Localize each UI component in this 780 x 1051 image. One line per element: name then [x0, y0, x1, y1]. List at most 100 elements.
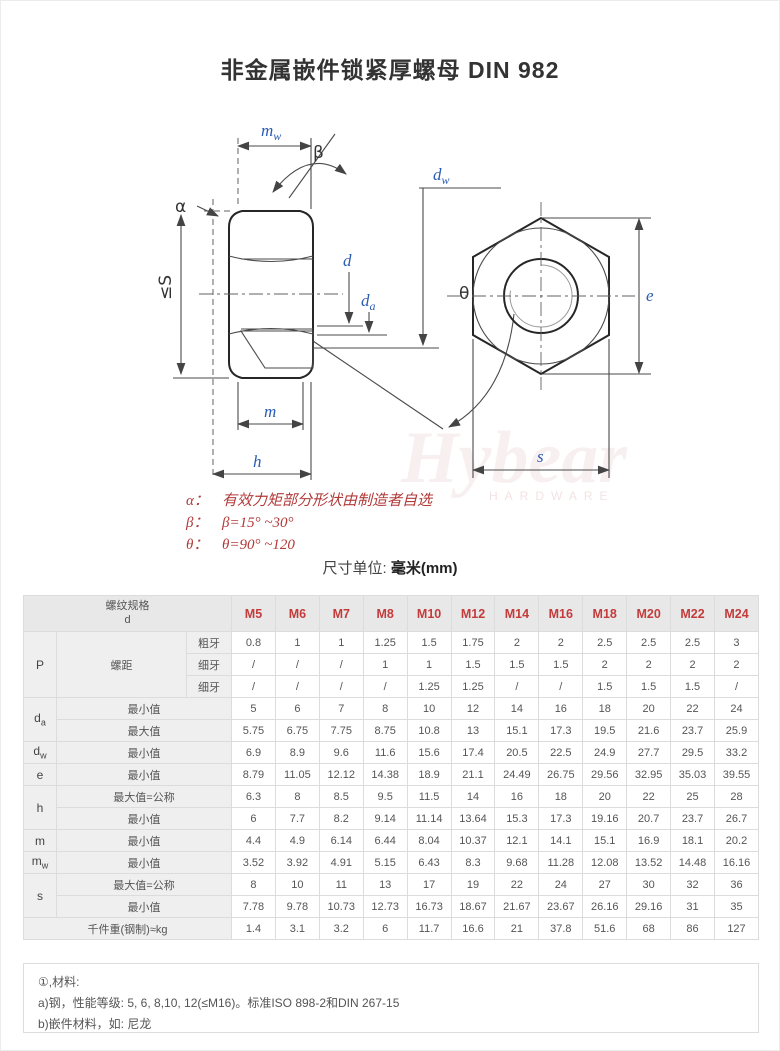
- row-sub-label: 细牙: [185, 653, 233, 676]
- row-label: 最大值=公称: [55, 785, 233, 808]
- table-cell: 4.91: [318, 851, 364, 874]
- table-cell: 6.3: [231, 785, 276, 808]
- table-cell: 7.75: [318, 719, 364, 742]
- table-cell: 24.49: [494, 763, 540, 786]
- table-cell: 36: [713, 873, 760, 896]
- table-cell: 12.12: [318, 763, 364, 786]
- table-cell: 51.6: [582, 917, 628, 940]
- row-label: 最小值: [55, 763, 233, 786]
- table-cell: 6.9: [231, 741, 276, 764]
- table-cell: 6.44: [362, 829, 408, 852]
- table-cell: 9.6: [318, 741, 364, 764]
- column-header-m6: M6: [274, 595, 320, 632]
- nylon-insert-hatch: [239, 330, 314, 369]
- table-cell: 21: [494, 917, 540, 940]
- table-cell: 16.16: [713, 851, 760, 874]
- table-cell: 11.6: [362, 741, 408, 764]
- alpha-label: α: [175, 197, 186, 217]
- technical-drawing: α ≤S mw β d da dw: [156, 121, 654, 480]
- row-label: 最小值: [55, 829, 233, 852]
- row-label: 最小值: [55, 851, 233, 874]
- table-cell: 6.43: [406, 851, 452, 874]
- table-cell: 23.67: [538, 895, 584, 918]
- table-cell: /: [494, 675, 540, 698]
- table-cell: 1.5: [626, 675, 672, 698]
- table-cell: /: [362, 675, 408, 698]
- table-cell: /: [713, 675, 760, 698]
- table-cell: 13: [450, 719, 496, 742]
- table-cell: 10.37: [450, 829, 496, 852]
- unit-line: 尺寸单位: 毫米(mm): [1, 557, 779, 578]
- table-cell: 14: [450, 785, 496, 808]
- table-cell: 9.68: [494, 851, 540, 874]
- table-cell: 2: [670, 653, 715, 676]
- table-cell: 6: [362, 917, 408, 940]
- table-cell: /: [318, 675, 364, 698]
- table-cell: 1.75: [450, 631, 496, 654]
- table-cell: 6.14: [318, 829, 364, 852]
- table-cell: 28: [713, 785, 760, 808]
- table-cell: 16.6: [450, 917, 496, 940]
- row-label: 千件重(钢制)≈kg: [22, 917, 233, 940]
- table-cell: 6: [274, 697, 320, 720]
- nut-body-outline: [228, 210, 314, 379]
- table-cell: 32: [670, 873, 715, 896]
- table-cell: 8.04: [406, 829, 452, 852]
- table-cell: 8: [231, 873, 276, 896]
- table-cell: 6: [231, 807, 276, 830]
- theta-label: θ: [459, 284, 469, 304]
- table-cell: 86: [670, 917, 715, 940]
- table-cell: 26.75: [538, 763, 584, 786]
- table-cell: 19.5: [582, 719, 628, 742]
- table-cell: 10: [274, 873, 320, 896]
- table-cell: 1.5: [670, 675, 715, 698]
- row-label: 最小值: [55, 741, 233, 764]
- table-cell: 15.3: [494, 807, 540, 830]
- table-cell: 10.8: [406, 719, 452, 742]
- table-cell: 16.9: [626, 829, 672, 852]
- table-cell: 21.1: [450, 763, 496, 786]
- table-cell: 4.9: [274, 829, 320, 852]
- table-cell: 22: [494, 873, 540, 896]
- row-symbol: h: [23, 785, 57, 830]
- s-limit-label: ≤S: [156, 275, 176, 300]
- table-cell: 2.5: [670, 631, 715, 654]
- table-cell: 24.9: [582, 741, 628, 764]
- table-cell: 20.2: [713, 829, 760, 852]
- table-cell: 2: [713, 653, 760, 676]
- table-cell: 10.73: [318, 895, 364, 918]
- table-cell: 11.5: [406, 785, 452, 808]
- table-cell: 11.14: [406, 807, 452, 830]
- footer-notes: ①,材料: a)钢，性能等级: 5, 6, 8,10, 12(≤M16)。标准I…: [23, 963, 759, 1033]
- table-cell: 32.95: [626, 763, 672, 786]
- table-cell: 29.16: [626, 895, 672, 918]
- table-cell: 25: [670, 785, 715, 808]
- column-header-m22: M22: [670, 595, 715, 632]
- table-cell: 22: [626, 785, 672, 808]
- table-cell: 23.7: [670, 807, 715, 830]
- table-cell: 1.25: [362, 631, 408, 654]
- table-cell: 21.6: [626, 719, 672, 742]
- table-cell: 29.56: [582, 763, 628, 786]
- table-cell: 4.4: [231, 829, 276, 852]
- table-cell: 8: [274, 785, 320, 808]
- table-cell: 1.5: [450, 653, 496, 676]
- row-label: 最大值: [55, 719, 233, 742]
- table-cell: 1.4: [231, 917, 276, 940]
- table-cell: 3.52: [231, 851, 276, 874]
- table-cell: 2: [582, 653, 628, 676]
- table-cell: /: [318, 653, 364, 676]
- table-cell: 18.9: [406, 763, 452, 786]
- row-symbol: dw: [23, 741, 57, 764]
- table-cell: 17.3: [538, 719, 584, 742]
